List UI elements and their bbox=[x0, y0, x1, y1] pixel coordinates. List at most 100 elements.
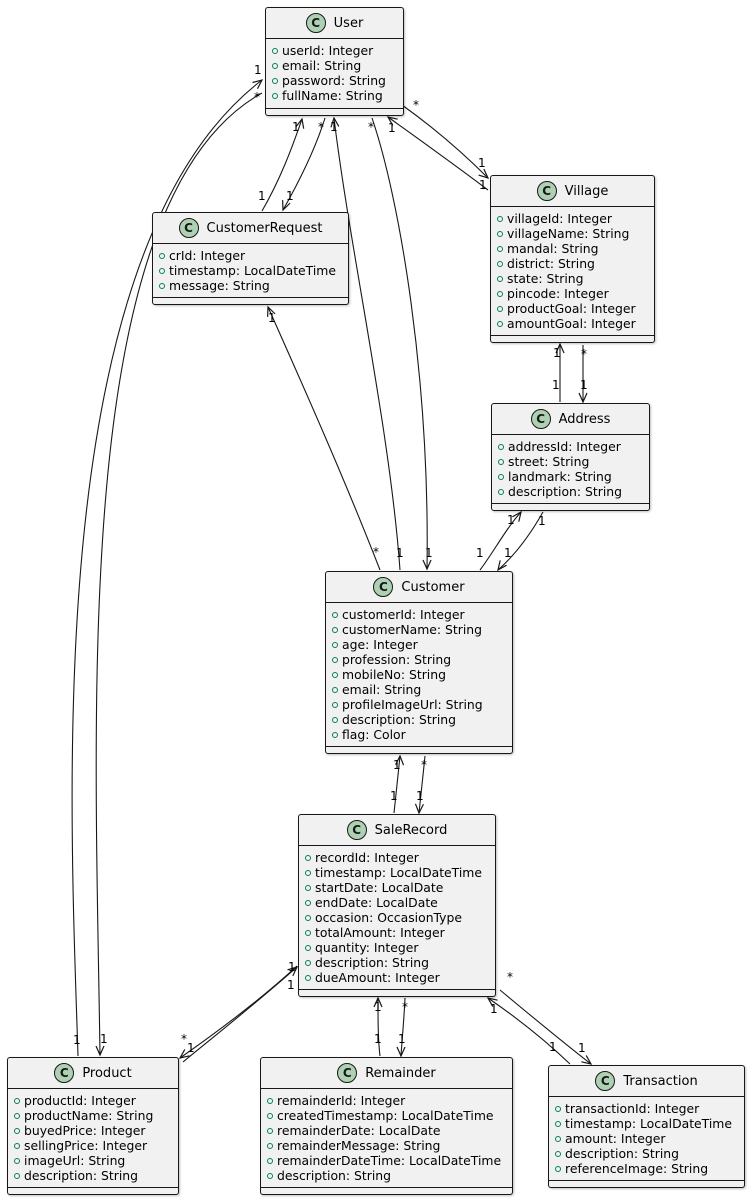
multiplicity-label: 1 bbox=[374, 1032, 382, 1046]
attribute-text: description: String bbox=[24, 1168, 138, 1183]
attribute-row: fullName: String bbox=[272, 88, 397, 103]
public-visibility-icon bbox=[497, 306, 503, 312]
arrowhead-icon bbox=[555, 342, 565, 354]
attribute-text: productName: String bbox=[24, 1108, 154, 1123]
attribute-row: description: String bbox=[267, 1168, 506, 1183]
attribute-row: amount: Integer bbox=[555, 1131, 738, 1146]
attribute-text: street: String bbox=[508, 454, 590, 469]
public-visibility-icon bbox=[272, 93, 278, 99]
attribute-text: state: String bbox=[507, 271, 584, 286]
attribute-row: timestamp: LocalDateTime bbox=[555, 1116, 738, 1131]
attribute-row: description: String bbox=[555, 1146, 738, 1161]
public-visibility-icon bbox=[305, 915, 311, 921]
attribute-row: district: String bbox=[497, 256, 648, 271]
attribute-row: productGoal: Integer bbox=[497, 301, 648, 316]
attribute-text: userId: Integer bbox=[282, 43, 374, 58]
attribute-row: dueAmount: Integer bbox=[305, 970, 489, 985]
multiplicity-label: 1 bbox=[398, 1032, 406, 1046]
attribute-text: timestamp: LocalDateTime bbox=[565, 1116, 733, 1131]
multiplicity-label: 1 bbox=[578, 1041, 586, 1055]
attribute-text: imageUrl: String bbox=[24, 1153, 126, 1168]
public-visibility-icon bbox=[497, 246, 503, 252]
attribute-text: description: String bbox=[315, 955, 429, 970]
multiplicity-label: 1 bbox=[476, 546, 484, 560]
public-visibility-icon bbox=[497, 231, 503, 237]
class-name: Transaction bbox=[623, 1073, 698, 1089]
association-village-address: *1 bbox=[578, 345, 588, 404]
class-operations-compartment bbox=[299, 989, 495, 996]
attribute-row: productName: String bbox=[14, 1108, 172, 1123]
class-name: User bbox=[333, 15, 364, 31]
attribute-text: remainderDateTime: LocalDateTime bbox=[277, 1153, 502, 1168]
attribute-row: remainderId: Integer bbox=[267, 1093, 506, 1108]
public-visibility-icon bbox=[305, 885, 311, 891]
arrowhead-icon bbox=[282, 200, 291, 212]
multiplicity-label: 1 bbox=[286, 189, 294, 203]
public-visibility-icon bbox=[267, 1098, 273, 1104]
class-stereotype-icon: C bbox=[178, 218, 199, 238]
public-visibility-icon bbox=[14, 1098, 20, 1104]
attribute-text: sellingPrice: Integer bbox=[24, 1138, 148, 1153]
arrowhead-icon bbox=[497, 560, 507, 572]
association-cr-user: 11 bbox=[258, 117, 305, 212]
attribute-text: fullName: String bbox=[282, 88, 383, 103]
public-visibility-icon bbox=[332, 717, 338, 723]
attribute-text: recordId: Integer bbox=[315, 850, 419, 865]
public-visibility-icon bbox=[498, 444, 504, 450]
public-visibility-icon bbox=[14, 1113, 20, 1119]
public-visibility-icon bbox=[267, 1128, 273, 1134]
attribute-text: description: String bbox=[508, 484, 622, 499]
public-visibility-icon bbox=[159, 253, 165, 259]
attribute-text: email: String bbox=[342, 682, 422, 697]
association-customer-cr: *1 bbox=[267, 305, 381, 571]
arrowhead-icon bbox=[396, 1046, 406, 1058]
public-visibility-icon bbox=[497, 291, 503, 297]
multiplicity-label: * bbox=[373, 545, 379, 559]
public-visibility-icon bbox=[267, 1143, 273, 1149]
association-user-product: *1 bbox=[95, 90, 263, 1057]
attribute-row: userId: Integer bbox=[272, 43, 397, 58]
multiplicity-label: 1 bbox=[288, 960, 296, 974]
multiplicity-label: 1 bbox=[287, 978, 295, 992]
multiplicity-label: * bbox=[507, 970, 513, 984]
public-visibility-icon bbox=[305, 900, 311, 906]
attribute-text: description: String bbox=[565, 1146, 679, 1161]
class-stereotype-icon: C bbox=[536, 181, 557, 201]
attribute-row: amountGoal: Integer bbox=[497, 316, 648, 331]
association-line bbox=[371, 117, 428, 570]
multiplicity-label: 1 bbox=[580, 378, 588, 392]
association-line bbox=[499, 989, 592, 1065]
attribute-row: customerId: Integer bbox=[332, 607, 506, 622]
public-visibility-icon bbox=[272, 48, 278, 54]
public-visibility-icon bbox=[555, 1136, 561, 1142]
attribute-text: remainderId: Integer bbox=[277, 1093, 406, 1108]
association-address-customer: 11 bbox=[497, 511, 546, 572]
attribute-text: message: String bbox=[169, 278, 270, 293]
public-visibility-icon bbox=[14, 1173, 20, 1179]
arrowhead-icon bbox=[395, 754, 405, 766]
attribute-row: age: Integer bbox=[332, 637, 506, 652]
attribute-row: remainderMessage: String bbox=[267, 1138, 506, 1153]
public-visibility-icon bbox=[555, 1166, 561, 1172]
association-sale-product: 11 bbox=[178, 965, 298, 1059]
attribute-text: landmark: String bbox=[508, 469, 612, 484]
public-visibility-icon bbox=[332, 612, 338, 618]
attribute-row: pincode: Integer bbox=[497, 286, 648, 301]
class-name: SaleRecord bbox=[374, 822, 448, 838]
